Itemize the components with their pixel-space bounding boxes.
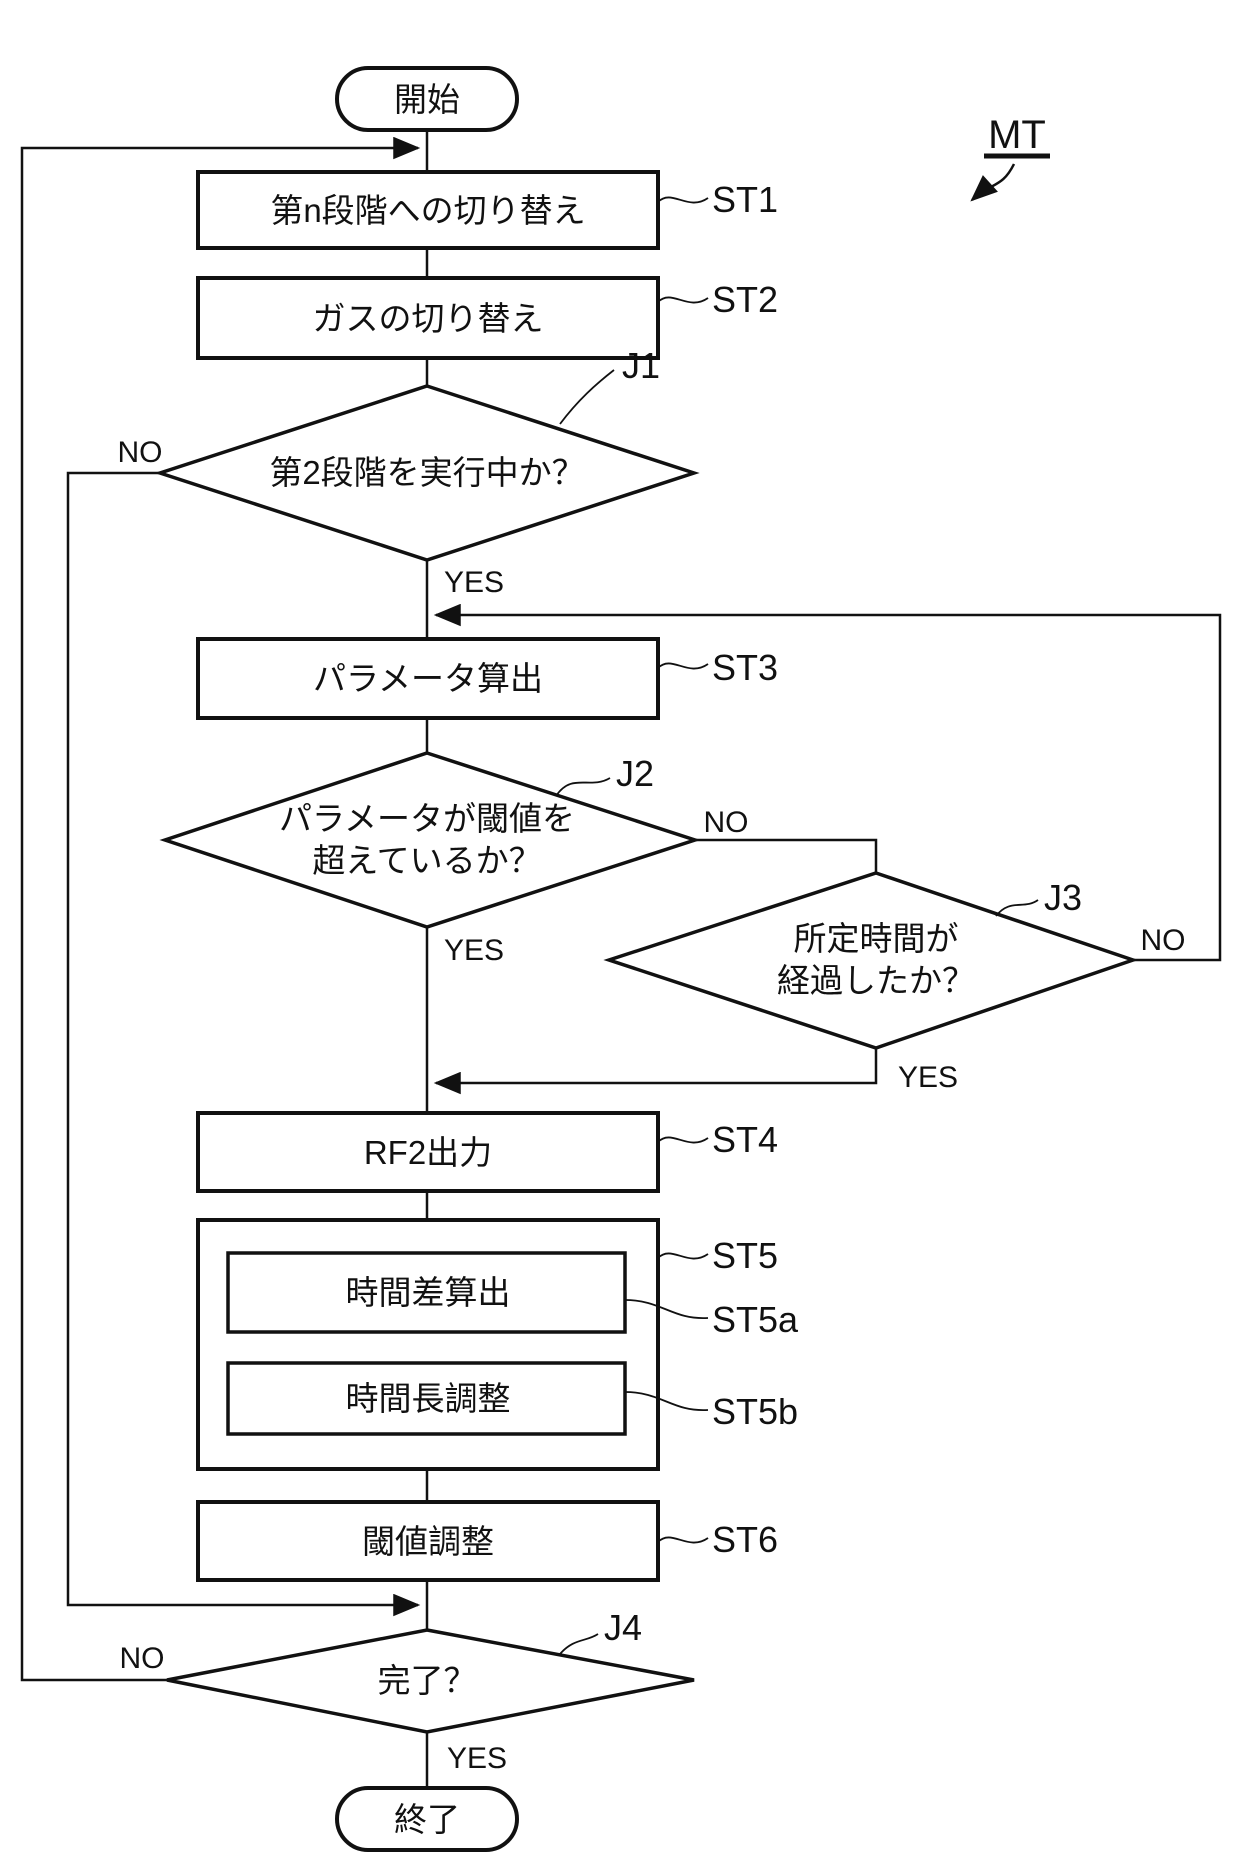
st5-ref-connector — [657, 1252, 709, 1260]
step-st5b: 時間長調整 ST5b — [226, 1361, 798, 1436]
j4-no-label: NO — [120, 1642, 165, 1675]
decision-j4: 完了？ J4 NO YES — [120, 1607, 695, 1775]
end-terminal-shape — [335, 1786, 519, 1852]
j1-ref-label: J1 — [622, 345, 660, 386]
figure-label-group: MT — [970, 113, 1050, 202]
st4-ref-label: ST4 — [712, 1119, 778, 1160]
st5b-box — [226, 1361, 627, 1436]
step-st5: ST5 時間差算出 ST5a 時間長調整 ST5b — [196, 1218, 799, 1471]
j1-no-label: NO — [118, 436, 163, 469]
step-st6: 閾値調整 ST6 — [196, 1500, 778, 1582]
j4-diamond — [166, 1628, 695, 1734]
st2-ref-connector — [657, 296, 709, 304]
j1-ref-connector — [559, 369, 615, 425]
j4-ref-label: J4 — [604, 1607, 642, 1648]
connector-j3-yes — [433, 1048, 878, 1095]
figure-label: MT — [988, 113, 1046, 157]
start-terminal: 開始 — [335, 66, 519, 132]
j4-text: 完了？ — [378, 1662, 477, 1699]
st1-box — [196, 170, 660, 250]
start-terminal-shape — [335, 66, 519, 132]
st5-ref-label: ST5 — [712, 1235, 778, 1276]
j1-yes-label: YES — [444, 566, 504, 599]
st3-ref-connector — [657, 662, 709, 670]
step-st5a: 時間差算出 ST5a — [226, 1251, 799, 1340]
j2-diamond — [159, 751, 701, 929]
st6-ref-label: ST6 — [712, 1519, 778, 1560]
start-terminal-label: 開始 — [394, 81, 460, 118]
step-st2: ガスの切り替え ST2 — [196, 276, 778, 360]
j4-yes-label: YES — [447, 1742, 507, 1775]
st6-text: 閾値調整 — [362, 1523, 494, 1560]
j3-diamond — [603, 871, 1139, 1050]
j4-ref-connector — [559, 1633, 599, 1655]
st5a-box — [226, 1251, 627, 1334]
end-terminal-label: 終了 — [394, 1801, 460, 1838]
j2-yes-label: YES — [444, 934, 504, 967]
st2-box — [196, 276, 660, 360]
j3-text-line2: 経過したか？ — [777, 962, 975, 999]
j1-text: 第2段階を実行中か？ — [269, 454, 584, 491]
st1-text: 第n段階への切り替え — [270, 192, 585, 229]
st3-ref-label: ST3 — [712, 647, 778, 688]
st2-text: ガスの切り替え — [313, 300, 544, 337]
loop-j3-no — [433, 603, 1222, 962]
st1-ref-label: ST1 — [712, 179, 778, 220]
j3-ref-label: J3 — [1044, 877, 1082, 918]
st2-ref-label: ST2 — [712, 279, 778, 320]
j2-text-line2: 超えているか？ — [312, 842, 541, 879]
loop-j4-no — [20, 136, 421, 1682]
j2-text-line1: パラメータが閾値を — [279, 800, 575, 837]
end-terminal: 終了 — [335, 1786, 519, 1852]
j3-no-label: NO — [1141, 924, 1186, 957]
figure-label-arrow — [970, 163, 1016, 202]
j3-ref-connector — [995, 899, 1039, 917]
connector-j2-no-j3 — [695, 838, 878, 873]
st5b-ref-label: ST5b — [712, 1391, 798, 1432]
st5b-text: 時間長調整 — [346, 1380, 511, 1417]
st5a-ref-connector — [624, 1299, 709, 1319]
j2-no-label: NO — [704, 806, 749, 839]
decision-j2: パラメータが閾値を 超えているか？ J2 NO YES — [159, 751, 749, 967]
st3-text: パラメータ算出 — [313, 660, 543, 697]
j1-diamond — [154, 384, 700, 562]
step-st3: パラメータ算出 ST3 — [196, 637, 778, 720]
st3-box — [196, 637, 660, 720]
step-st1: 第n段階への切り替え ST1 — [196, 170, 778, 250]
st4-ref-connector — [657, 1136, 709, 1144]
j2-ref-connector — [555, 777, 611, 797]
loop-j1-no — [66, 471, 421, 1617]
st4-text: RF2出力 — [364, 1134, 492, 1171]
decision-j3: 所定時間が 経過したか？ J3 NO YES — [603, 871, 1186, 1094]
st6-ref-connector — [657, 1536, 709, 1544]
st5a-ref-label: ST5a — [712, 1299, 799, 1340]
st4-box — [196, 1111, 660, 1193]
connectors — [20, 130, 1222, 1788]
j2-ref-label: J2 — [616, 753, 654, 794]
st1-ref-connector — [657, 196, 709, 204]
decision-j1: 第2段階を実行中か？ J1 NO YES — [118, 345, 700, 599]
st5a-text: 時間差算出 — [346, 1274, 511, 1311]
j3-text-line1: 所定時間が — [794, 920, 959, 957]
st5b-ref-connector — [624, 1391, 709, 1411]
step-st4: RF2出力 ST4 — [196, 1111, 778, 1193]
j3-yes-label: YES — [898, 1061, 958, 1094]
